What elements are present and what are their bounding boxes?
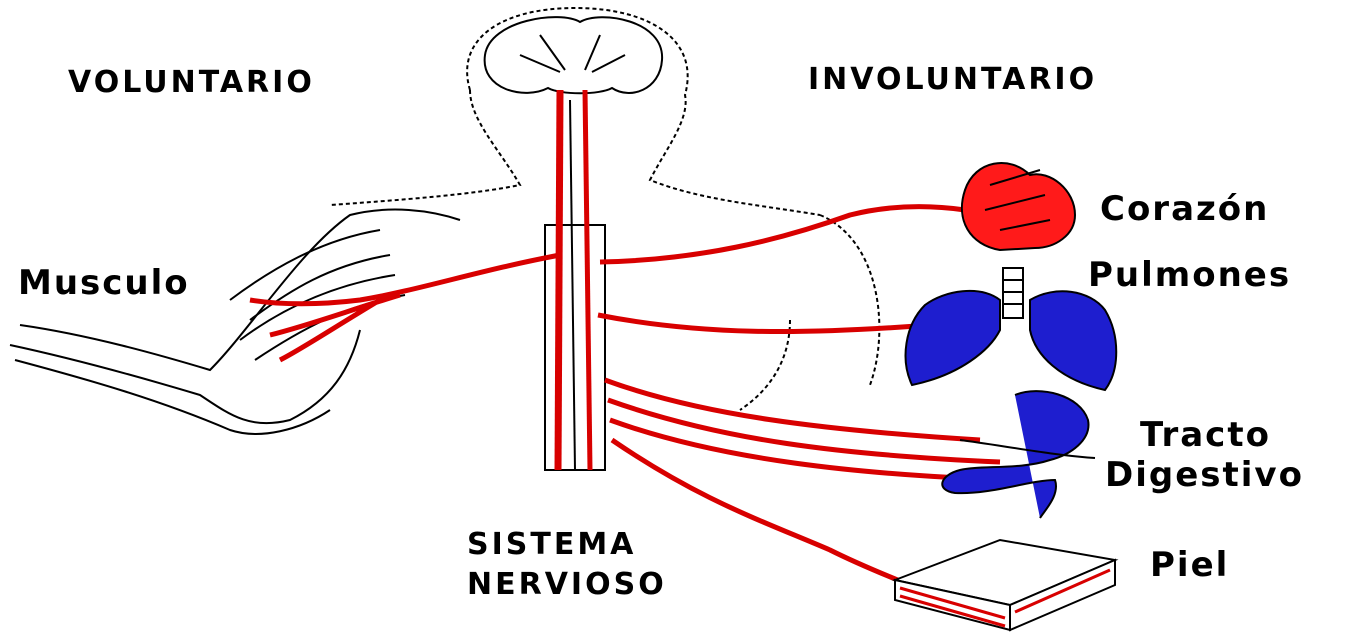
nerve-to-muscle (250, 255, 560, 304)
voluntario-label: VOLUNTARIO (68, 68, 315, 98)
corazon-label: Corazón (1100, 192, 1269, 226)
nerve-to-heart (600, 207, 965, 262)
nerve-to-digestive-3 (610, 420, 1010, 480)
trachea (1003, 268, 1023, 318)
lungs (906, 291, 1117, 390)
tracto-label: Tracto (1140, 418, 1271, 452)
pulmones-label: Pulmones (1088, 258, 1291, 292)
skin-block (895, 540, 1115, 630)
sistema-label: SISTEMA (467, 530, 636, 560)
musculo-label: Musculo (18, 266, 190, 300)
digestive-tract (942, 391, 1095, 518)
piel-label: Piel (1150, 548, 1229, 582)
involuntario-label: INVOLUNTARIO (808, 65, 1097, 95)
arm-outline (10, 210, 460, 434)
digestivo-label: Digestivo (1105, 458, 1304, 492)
nervioso-label: NERVIOSO (467, 570, 667, 600)
nerve-to-digestive-1 (605, 380, 980, 440)
heart (962, 163, 1075, 250)
nerve-to-lungs (598, 315, 930, 332)
nerve-to-digestive-2 (608, 400, 1000, 462)
spinal-cord (545, 90, 605, 470)
brain (485, 17, 662, 93)
